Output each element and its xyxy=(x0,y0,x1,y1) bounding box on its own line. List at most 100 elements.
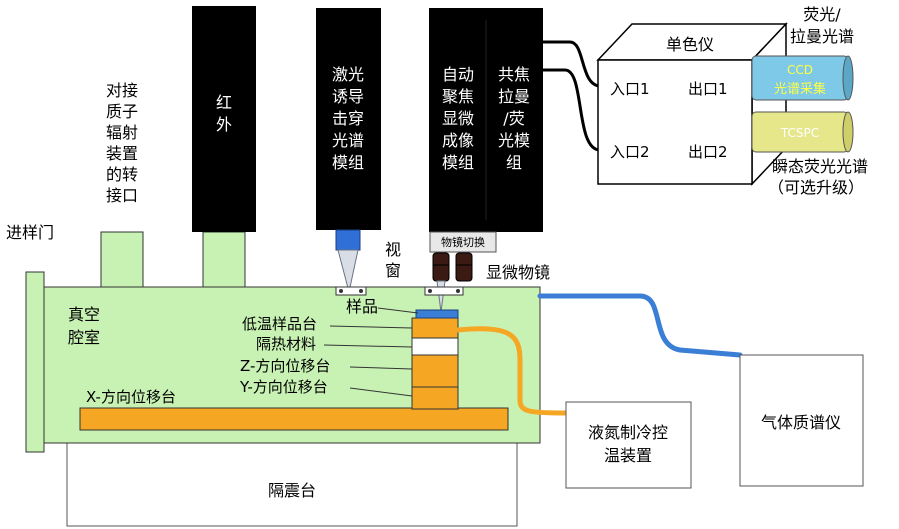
mono-out1: 出口1 xyxy=(688,80,728,98)
gas-ms-label: 气体质谱仪 xyxy=(761,413,841,432)
objective-switch-label: 物镜切换 xyxy=(441,235,485,249)
ln2-control-label: 液氮制冷控 温装置 xyxy=(588,423,668,465)
ccd-label: CCD xyxy=(787,63,813,77)
z-stage-leader xyxy=(349,366,413,370)
libs-line-4: 光谱 xyxy=(332,131,364,150)
fiber-upper xyxy=(543,40,601,88)
window-label: 视 窗 xyxy=(385,240,401,280)
gas-ms xyxy=(739,354,864,487)
mono-front xyxy=(597,59,753,185)
ir-line-1: 红 xyxy=(216,93,232,112)
af-line-4: 成像 xyxy=(442,131,474,150)
af-line-2: 聚焦 xyxy=(442,87,474,106)
cryo-stage-leader xyxy=(329,325,413,329)
proton-port-line-1: 对接 xyxy=(106,81,138,100)
objective-left xyxy=(432,252,450,282)
proton-port xyxy=(100,231,144,289)
window-right xyxy=(424,286,464,296)
chamber-line-1: 真空 xyxy=(68,305,100,324)
x-stage xyxy=(79,407,509,431)
sample-leader xyxy=(377,307,419,314)
z-stage xyxy=(411,354,459,388)
ln2-control xyxy=(565,401,692,489)
ir-port xyxy=(202,231,246,289)
fr-line-2: 拉曼光谱 xyxy=(790,27,854,46)
ln2-line-2: 温装置 xyxy=(604,446,652,465)
libs-line-2: 诱导 xyxy=(332,87,364,106)
af-line-5: 模组 xyxy=(442,153,474,172)
view-windows xyxy=(335,286,464,296)
proton-port-line-6: 接口 xyxy=(106,186,138,205)
fluorescence-raman-label: 荧光/ 拉曼光谱 xyxy=(790,5,854,46)
insulation-leader xyxy=(323,344,413,348)
tcspc-cap xyxy=(842,111,854,153)
raman-line-4: 光模 xyxy=(498,131,530,150)
transient-label: 瞬态荧光光谱 （可选升级） xyxy=(768,157,868,197)
sample-label: 样品 xyxy=(346,297,378,316)
libs-module xyxy=(316,8,381,230)
raman-line-2: 拉曼 xyxy=(498,87,530,106)
microscope-objectives xyxy=(432,252,473,282)
chamber-line-2: 腔室 xyxy=(68,328,100,347)
mono-out2: 出口2 xyxy=(688,143,728,161)
y-stage xyxy=(411,386,459,410)
af-line-3: 显微 xyxy=(442,109,474,128)
ln2-line xyxy=(455,326,568,416)
objective-right xyxy=(455,252,473,282)
mono-in1: 入口1 xyxy=(610,80,650,98)
tr-line-1: 瞬态荧光光谱 xyxy=(772,157,868,176)
window-line-1: 视 xyxy=(385,240,401,259)
insulation xyxy=(411,337,459,356)
mono-label: 单色仪 xyxy=(666,35,714,54)
cryo-stage xyxy=(411,317,459,339)
gas-line xyxy=(537,293,743,358)
y-stage-label: Y-方向位移台 xyxy=(239,378,328,396)
load-door xyxy=(25,271,45,453)
fr-line-1: 荧光/ xyxy=(803,5,841,24)
laser-head xyxy=(335,229,361,251)
af-line-1: 自动 xyxy=(442,65,474,84)
ir-module xyxy=(192,6,256,232)
raman-line-1: 共焦 xyxy=(498,65,530,84)
libs-module-label: 激光 诱导 击穿 光谱 模组 xyxy=(332,65,364,172)
y-stage-leader xyxy=(349,387,413,397)
libs-line-1: 激光 xyxy=(332,65,364,84)
mono-in2: 入口2 xyxy=(610,143,650,161)
z-stage-label: Z-方向位移台 xyxy=(240,357,330,375)
window-dot-3 xyxy=(428,289,432,293)
raman-module-label: 共焦 拉曼 /荧 光模 组 xyxy=(498,65,530,172)
cryo-stage-label: 低温样品台 xyxy=(242,315,317,333)
isolation-table xyxy=(66,439,518,527)
ccd-sub-label: 光谱采集 xyxy=(774,81,826,97)
window-left xyxy=(335,286,367,296)
objective-switch xyxy=(429,231,497,253)
libs-line-5: 模组 xyxy=(332,153,364,172)
ccd-cap xyxy=(842,55,854,101)
ir-line-2: 外 xyxy=(216,115,232,134)
window-dot-2 xyxy=(359,289,363,293)
laser-beam xyxy=(337,249,359,293)
libs-line-3: 击穿 xyxy=(332,109,364,128)
proton-port-line-3: 辐射 xyxy=(106,123,138,142)
x-stage-label: X-方向位移台 xyxy=(86,388,176,406)
isolation-table-label: 隔震台 xyxy=(268,481,316,500)
window-dot-1 xyxy=(339,289,343,293)
ln2-line-1: 液氮制冷控 xyxy=(588,423,668,442)
proton-port-line-4: 装置 xyxy=(106,144,138,163)
sample xyxy=(415,309,459,319)
window-dot-4 xyxy=(456,289,460,293)
microscope-objective-label: 显微物镜 xyxy=(486,263,550,282)
raman-line-3: /荧 xyxy=(503,109,524,128)
window-line-2: 窗 xyxy=(385,261,401,280)
proton-port-label: 对接 质子 辐射 装置 的转 接口 xyxy=(106,81,138,205)
proton-port-line-5: 的转 xyxy=(106,165,138,184)
insulation-label: 隔热材料 xyxy=(256,335,316,353)
fiber-lower xyxy=(543,68,601,152)
tcspc-label: TCSPC xyxy=(780,126,819,140)
vacuum-chamber-label: 真空 腔室 xyxy=(68,305,100,347)
af-module-label: 自动 聚焦 显微 成像 模组 xyxy=(442,65,474,172)
proton-port-line-2: 质子 xyxy=(106,102,138,121)
load-door-label: 进样门 xyxy=(6,223,54,242)
ir-module-label: 红 外 xyxy=(216,93,232,134)
